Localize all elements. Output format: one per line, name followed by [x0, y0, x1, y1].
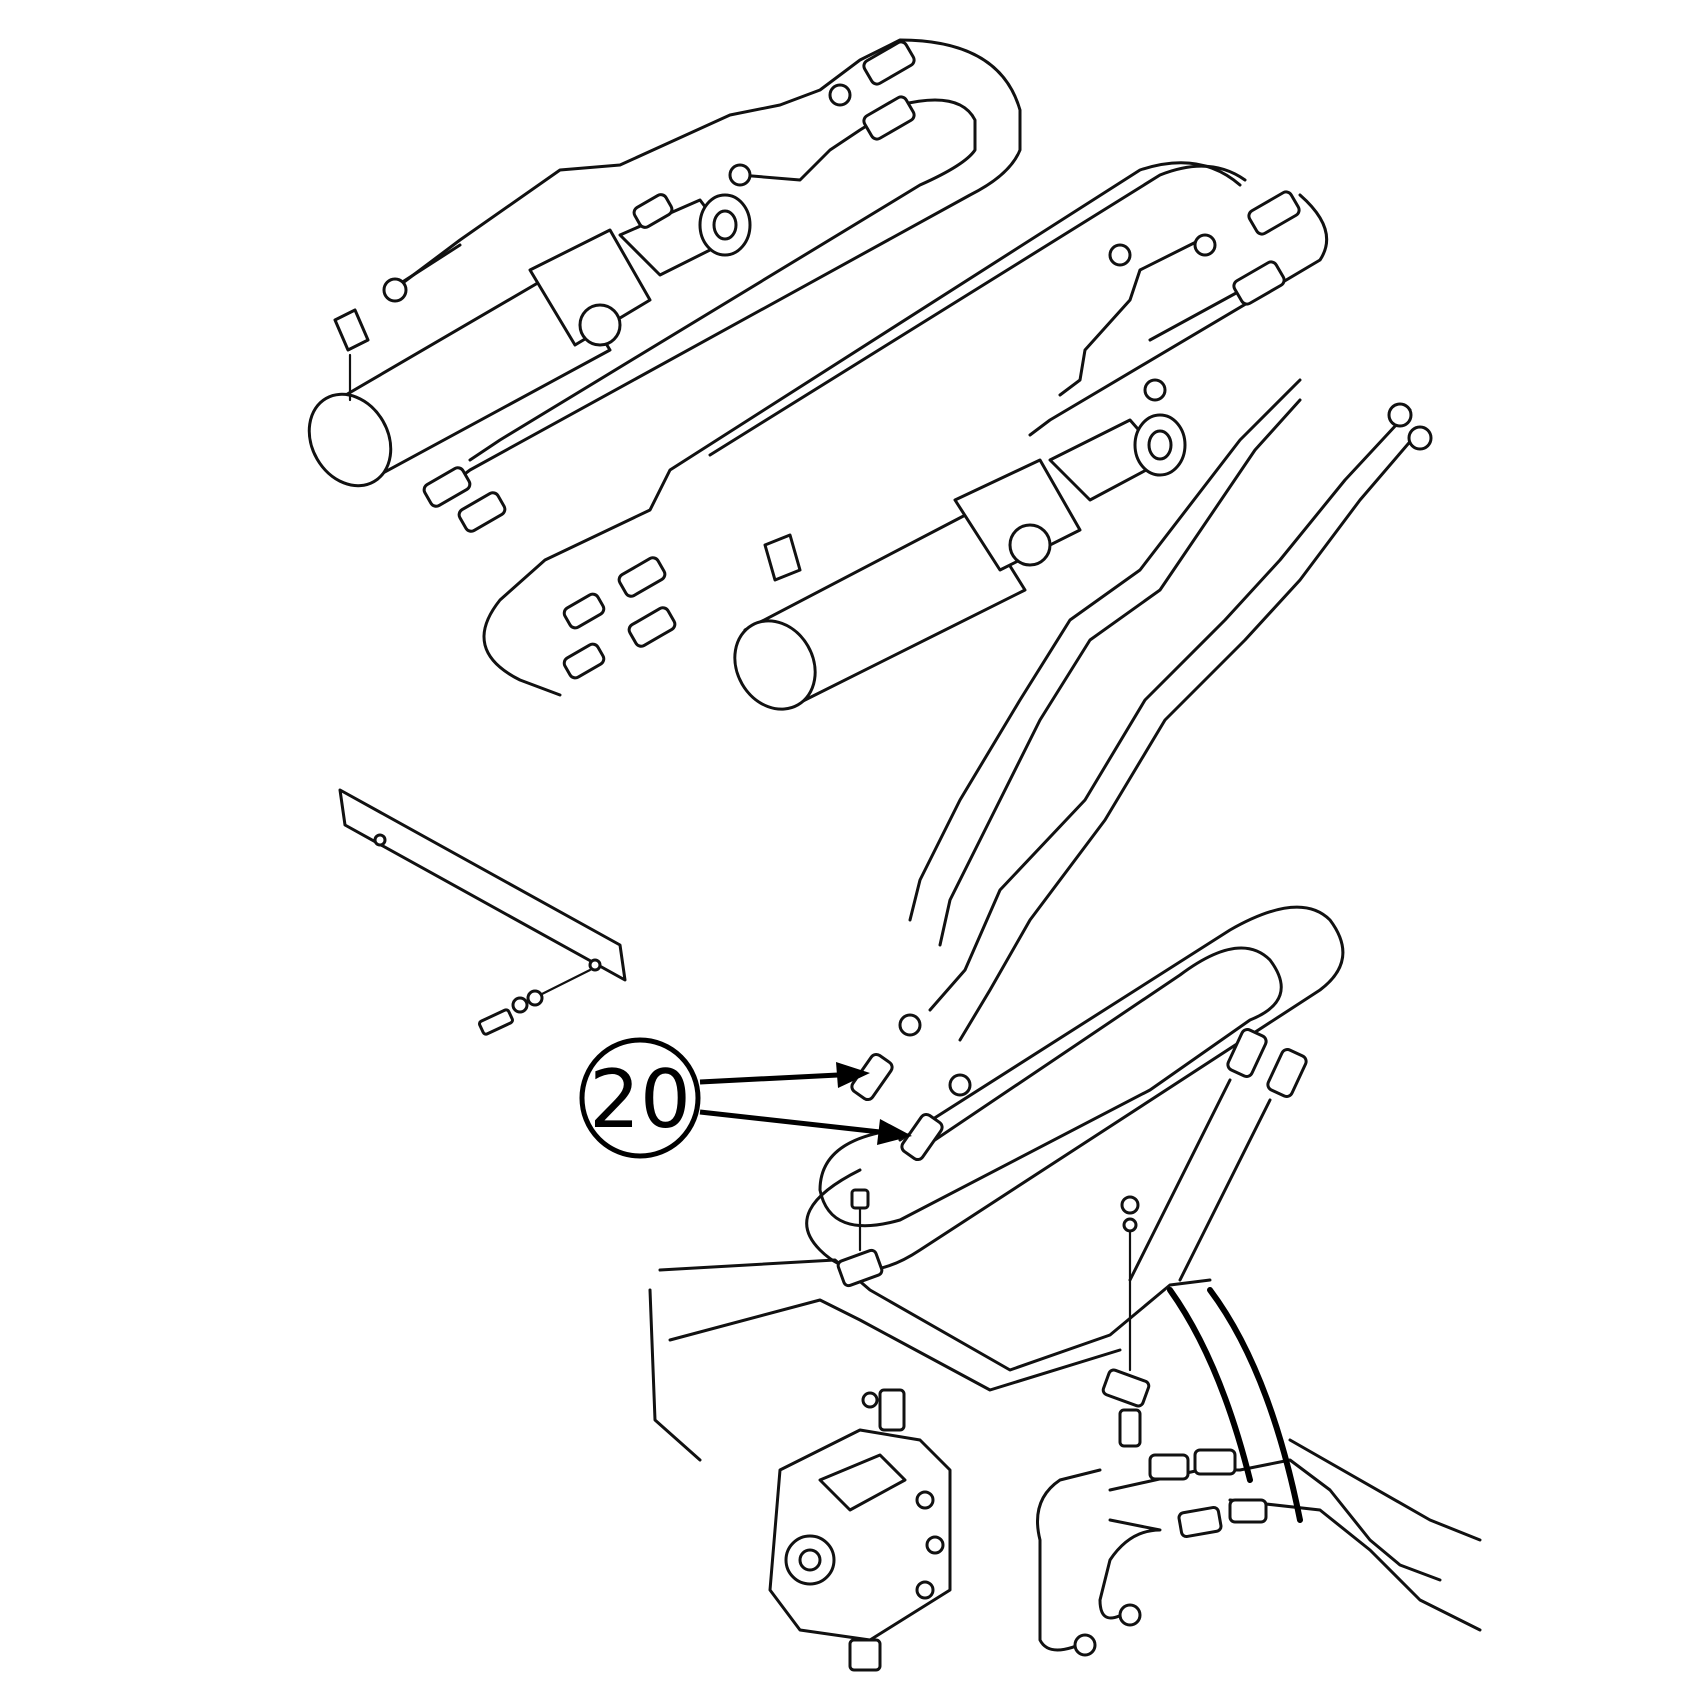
lower-loop-hoses — [805, 905, 1345, 1282]
mounting-bracket — [338, 788, 627, 1036]
hose-fittings — [382, 40, 1301, 680]
control-valve — [768, 1388, 952, 1672]
upper-hose-runs — [388, 38, 1329, 697]
long-tube-runs — [908, 378, 1433, 1042]
callout-circle — [579, 1037, 701, 1159]
leader-arrow-upper — [699, 1072, 839, 1085]
leader-arrow-lower — [699, 1109, 881, 1135]
leader-arrowhead-lower — [877, 1119, 912, 1145]
middle-cylinder — [733, 413, 1187, 711]
callout-label: 20 — [589, 1053, 691, 1146]
leader-arrowhead-upper — [836, 1062, 870, 1088]
callout-20: 20 — [579, 1037, 912, 1159]
lower-right-tubes — [1036, 1287, 1482, 1657]
lower-manifold-tubes — [648, 1188, 1212, 1462]
upper-left-cylinder — [307, 193, 752, 488]
